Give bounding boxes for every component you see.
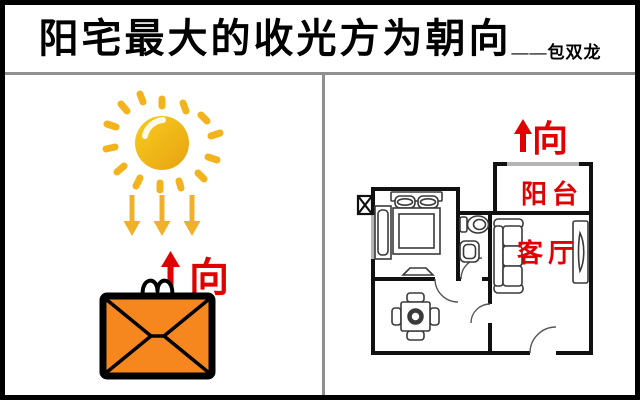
sun-icon <box>102 90 224 194</box>
title-bar: 阳宅最大的收光方为朝向 ——包双龙 <box>5 5 635 72</box>
sunlight-diagram: 向 <box>99 90 229 380</box>
up-arrow-icon <box>161 251 180 293</box>
author-credit: ——包双龙 <box>511 43 602 62</box>
down-arrows-icon <box>123 195 201 236</box>
floorplan-diagram: 向 <box>356 119 593 355</box>
balcony-label: 阳台 <box>521 179 583 209</box>
washbasin-icon <box>459 240 480 263</box>
floorplan-panel: 向 <box>325 75 635 395</box>
ac-unit-icon <box>356 194 374 216</box>
sunlight-panel: 向 <box>5 75 322 395</box>
wardrobe-icon <box>374 205 392 260</box>
orientation-label-right: 向 <box>532 119 568 159</box>
bed-icon <box>390 191 443 255</box>
dwelling-envelope-icon <box>99 278 216 380</box>
page-title: 阳宅最大的收光方为朝向 <box>38 15 512 61</box>
horizontal-divider <box>5 72 635 75</box>
window-segments <box>371 162 579 259</box>
dining-table-icon <box>391 292 440 341</box>
toilet-icon <box>459 215 490 234</box>
tv-cabinet-icon <box>572 220 589 284</box>
orientation-marker-right: 向 <box>514 119 568 159</box>
content-panels: 向 <box>5 75 635 395</box>
living-room-label: 客厅 <box>517 238 579 268</box>
vertical-divider <box>322 75 325 395</box>
sofa-icon <box>493 218 524 294</box>
up-arrow-icon <box>514 119 532 152</box>
dresser-icon <box>401 267 435 276</box>
floorplan-walls <box>371 162 593 355</box>
